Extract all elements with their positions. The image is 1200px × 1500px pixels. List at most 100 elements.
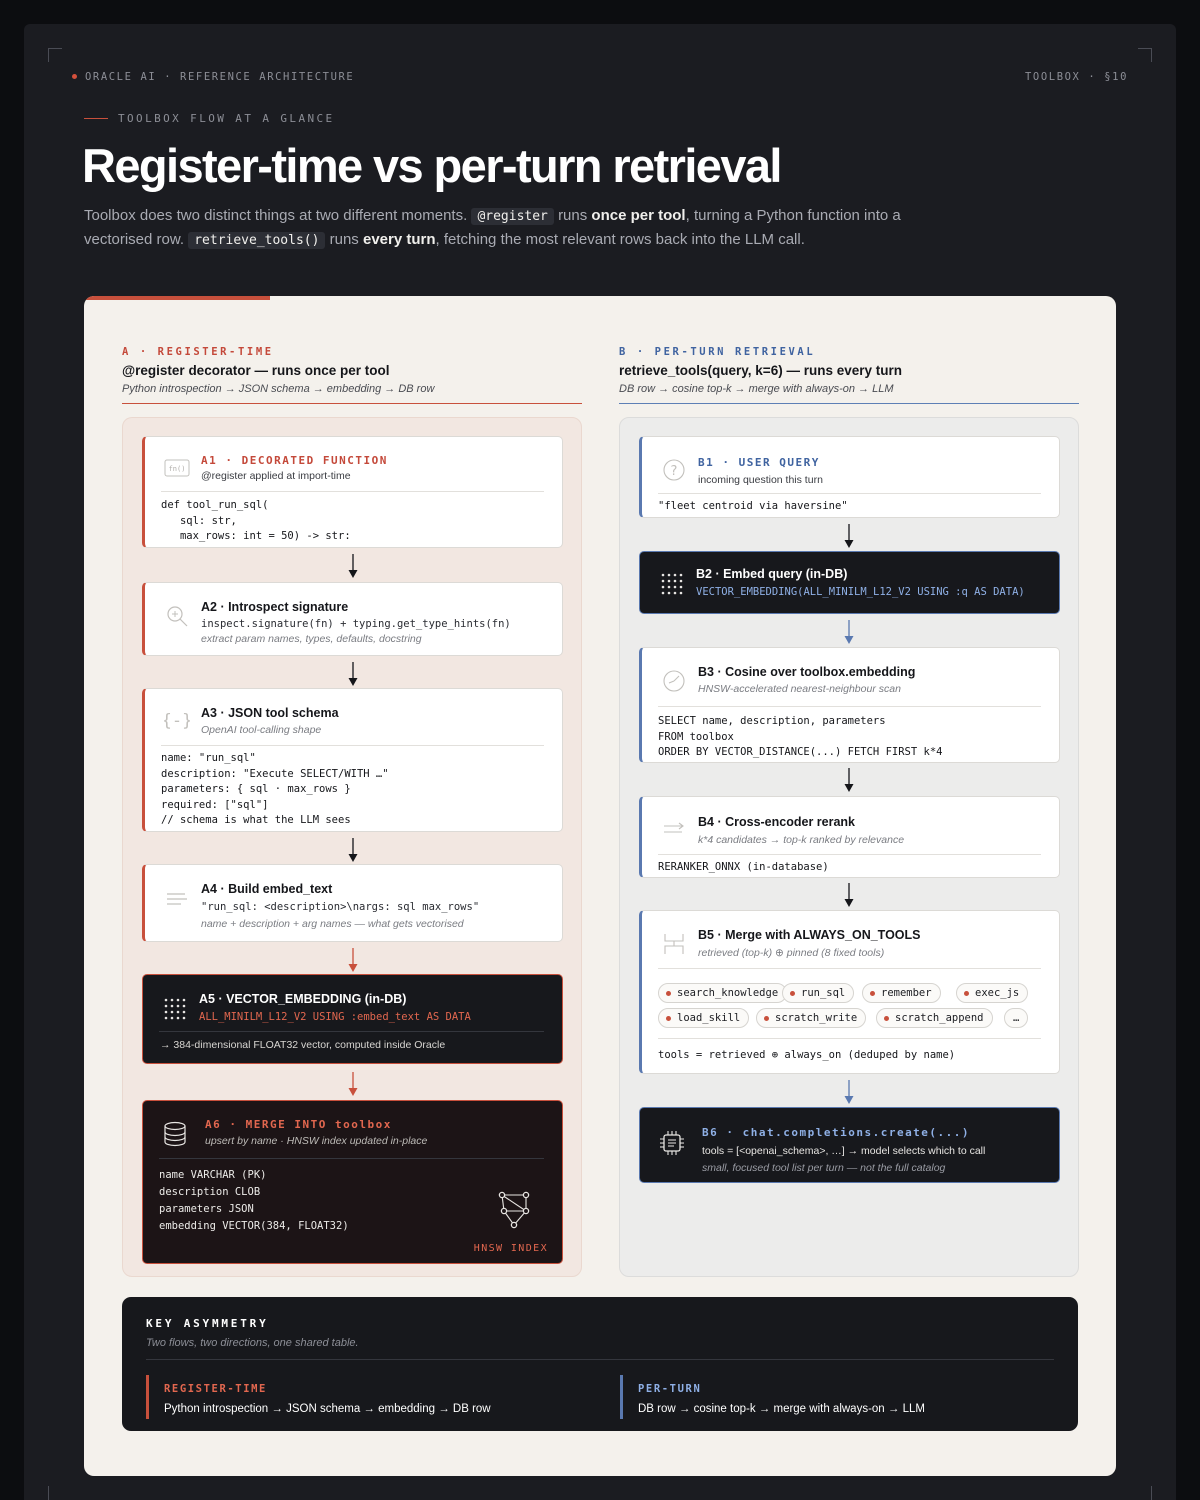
column-rule xyxy=(619,403,1079,404)
hnsw-graph-icon xyxy=(498,1191,530,1229)
flow-arrow-icon xyxy=(844,768,854,792)
step-sub: name + description + arg names — what ge… xyxy=(201,918,464,930)
chip-dot-icon xyxy=(870,990,875,996)
step-b6-card: B6 · chat.completions.create(...) tools … xyxy=(639,1107,1060,1183)
step-code: "fleet centroid via haversine" xyxy=(658,500,848,512)
step-title: B1 · USER QUERY xyxy=(698,456,820,469)
tool-chip: load_skill xyxy=(658,1008,750,1028)
eyebrow: TOOLBOX FLOW AT A GLANCE xyxy=(84,112,335,125)
step-title: A1 · DECORATED FUNCTION xyxy=(201,454,388,467)
panel-accent xyxy=(84,296,270,300)
step-code: VECTOR_EMBEDDING(ALL_MINILM_L12_V2 USING… xyxy=(696,586,1025,598)
flow-arrow-icon xyxy=(844,883,854,907)
key-col-desc: Python introspection → JSON schema → emb… xyxy=(164,1403,491,1415)
corner-mark xyxy=(1138,48,1152,62)
step-a4-card: A4 · Build embed_text "run_sql: <descrip… xyxy=(142,864,563,942)
column-sub: Python introspection → JSON schema → emb… xyxy=(122,383,435,395)
text-lines-icon xyxy=(167,893,187,905)
divider xyxy=(146,1359,1054,1360)
key-bar xyxy=(146,1375,149,1419)
step-title: A5 · VECTOR_EMBEDDING (in-DB) xyxy=(199,992,407,1006)
step-title: B3 · Cosine over toolbox.embedding xyxy=(698,665,916,679)
chip-dot-icon xyxy=(964,990,969,996)
step-code: SELECT name, description, parameters FRO… xyxy=(658,715,943,758)
column-rule xyxy=(122,403,582,404)
diagram-panel: A · REGISTER-TIME @register decorator — … xyxy=(84,296,1116,1476)
eyebrow-rule xyxy=(84,118,108,119)
svg-text:?: ? xyxy=(671,464,678,479)
key-title: KEY ASYMMETRY xyxy=(146,1317,269,1330)
brand-label: ORACLE AI · REFERENCE ARCHITECTURE xyxy=(72,71,354,83)
flow-arrow-icon xyxy=(348,662,358,686)
svg-text:fn(): fn() xyxy=(169,465,186,473)
status-dot-icon xyxy=(72,73,77,79)
column-sub: DB row → cosine top-k → merge with alway… xyxy=(619,383,894,395)
tool-chip-more: … xyxy=(1004,1008,1029,1028)
merge-icon xyxy=(664,934,684,954)
divider xyxy=(159,1158,544,1159)
corner-mark xyxy=(1138,1486,1152,1500)
divider xyxy=(658,493,1041,494)
step-b2-card: B2 · Embed query (in-DB) VECTOR_EMBEDDIN… xyxy=(639,551,1060,614)
column-heading: retrieve_tools(query, k=6) — runs every … xyxy=(619,363,902,378)
tool-chip: run_sql xyxy=(782,983,855,1003)
step-sub: k*4 candidates → top-k ranked by relevan… xyxy=(698,834,905,846)
step-sub: OpenAI tool-calling shape xyxy=(201,724,322,736)
step-b1-card: ? B1 · USER QUERY incoming question this… xyxy=(639,436,1060,518)
step-title: B6 · chat.completions.create(...) xyxy=(702,1126,971,1139)
step-title: B2 · Embed query (in-DB) xyxy=(696,567,848,581)
flow-arrow-icon xyxy=(844,1080,854,1104)
step-a3-card: {-} A3 · JSON tool schema OpenAI tool-ca… xyxy=(142,688,563,832)
step-title: A2 · Introspect signature xyxy=(201,600,349,614)
section-label: TOOLBOX · §10 xyxy=(1025,71,1128,83)
step-code: def tool_run_sql( sql: str, max_rows: in… xyxy=(161,499,351,542)
divider xyxy=(658,968,1041,969)
braces-icon: {-} xyxy=(164,711,190,731)
step-title: B4 · Cross-encoder rerank xyxy=(698,815,856,829)
page-title: Register-time vs per-turn retrieval xyxy=(82,139,782,192)
step-title: A3 · JSON tool schema xyxy=(201,706,339,720)
tool-chip: scratch_write xyxy=(756,1008,867,1028)
step-title: B5 · Merge with ALWAYS_ON_TOOLS xyxy=(698,928,921,942)
step-a1-card: fn() A1 · DECORATED FUNCTION @register a… xyxy=(142,436,563,548)
flow-arrow-icon xyxy=(348,838,358,862)
step-b3-card: B3 · Cosine over toolbox.embedding HNSW-… xyxy=(639,647,1060,763)
chip-dot-icon xyxy=(764,1015,769,1021)
register-code: @register xyxy=(471,208,554,225)
step-title: A6 · MERGE INTO toolbox xyxy=(205,1118,392,1131)
step-code: ALL_MINILM_L12_V2 USING :embed_text AS D… xyxy=(199,1011,471,1023)
step-code: name: "run_sql" description: "Execute SE… xyxy=(161,752,389,826)
flow-arrow-icon xyxy=(348,554,358,578)
divider xyxy=(658,706,1041,707)
tool-chip: exec_js xyxy=(956,983,1029,1003)
register-time-flow: fn() A1 · DECORATED FUNCTION @register a… xyxy=(122,417,582,1277)
rerank-icon xyxy=(664,822,684,833)
key-register-time: REGISTER-TIME Python introspection → JSO… xyxy=(146,1375,586,1419)
divider xyxy=(161,745,544,746)
register-time-header: A · REGISTER-TIME @register decorator — … xyxy=(122,346,582,404)
step-b5-card: B5 · Merge with ALWAYS_ON_TOOLS retrieve… xyxy=(639,910,1060,1074)
step-title: A4 · Build embed_text xyxy=(201,882,333,896)
retrieve-code: retrieve_tools() xyxy=(188,232,326,249)
step-sub: incoming question this turn xyxy=(698,474,823,486)
divider xyxy=(658,854,1041,855)
step-code: tools = retrieved ⊕ always_on (deduped b… xyxy=(658,1049,956,1061)
divider xyxy=(159,1031,544,1032)
chip-dot-icon xyxy=(666,1015,671,1021)
tool-chip: scratch_append xyxy=(876,1008,993,1028)
step-code: name VARCHAR (PK) description CLOB param… xyxy=(159,1169,349,1232)
tool-chip: search_knowledge xyxy=(658,983,788,1003)
step-sub: extract param names, types, defaults, do… xyxy=(201,633,422,645)
flow-arrow-icon xyxy=(348,1072,358,1096)
lede-paragraph: Toolbox does two distinct things at two … xyxy=(84,207,901,249)
question-icon: ? xyxy=(663,459,685,481)
per-turn-header: B · PER-TURN RETRIEVAL retrieve_tools(qu… xyxy=(619,346,1079,404)
step-sub: HNSW-accelerated nearest-neighbour scan xyxy=(698,683,901,695)
hnsw-index-badge: HNSW INDEX xyxy=(473,1243,548,1254)
step-sub: tools = [<openai_schema>, …] → model sel… xyxy=(702,1145,986,1157)
gauge-icon xyxy=(663,670,685,692)
step-sub: upsert by name · HNSW index updated in-p… xyxy=(205,1135,428,1147)
column-tag: A · REGISTER-TIME xyxy=(122,346,274,358)
corner-mark xyxy=(48,48,62,62)
key-col-title: PER-TURN xyxy=(638,1383,702,1395)
